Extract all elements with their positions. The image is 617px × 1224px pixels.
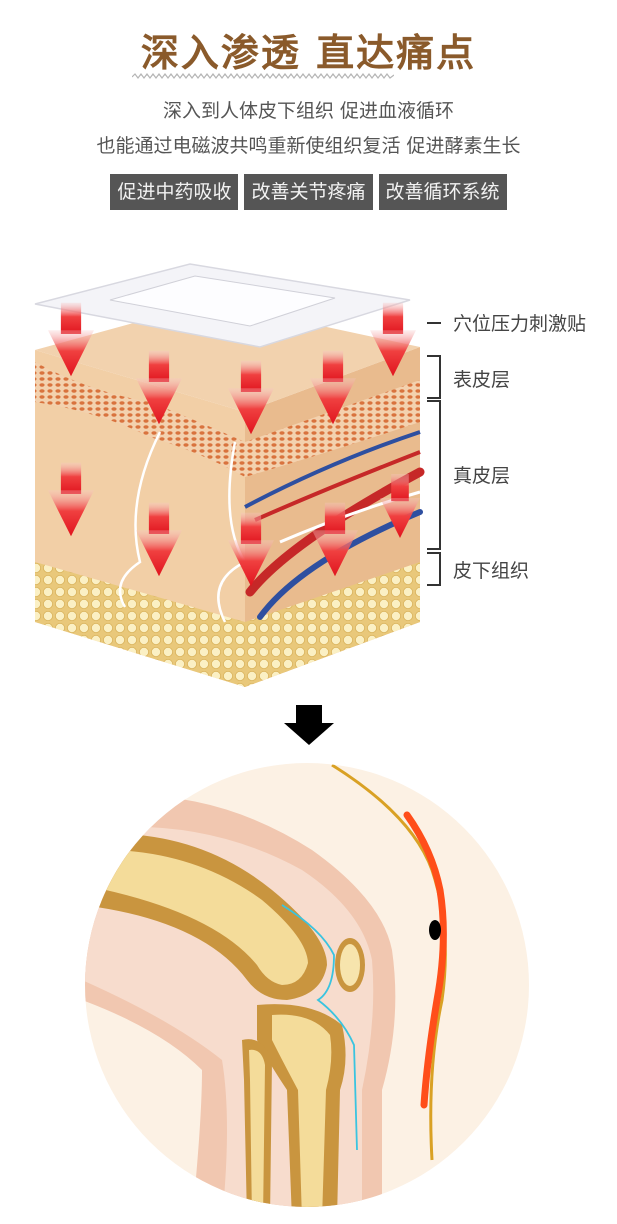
skin-cross-section-illustration bbox=[34, 263, 425, 687]
down-arrow-icon bbox=[284, 705, 334, 745]
feature-tags: 促进中药吸收 改善关节疼痛 改善循环系统 bbox=[0, 174, 617, 210]
epidermis-bracket bbox=[427, 355, 441, 399]
subtitle-line-2: 也能通过电磁波共鸣重新使组织复活 促进酵素生长 bbox=[96, 135, 521, 157]
page-title: 深入渗透 直达痛点 bbox=[140, 31, 477, 75]
label-epidermis: 表皮层 bbox=[453, 369, 511, 391]
label-dermis: 真皮层 bbox=[453, 465, 511, 487]
label-subcutaneous: 皮下组织 bbox=[453, 560, 530, 582]
subcutaneous-bracket bbox=[427, 552, 441, 586]
dermis-bracket bbox=[427, 400, 441, 550]
label-acupoint-patch: 穴位压力刺激贴 bbox=[453, 313, 587, 335]
patch-leader-line bbox=[427, 322, 441, 324]
tag-circulation-improvement: 改善循环系统 bbox=[378, 174, 507, 210]
knee-joint-illustration bbox=[85, 763, 529, 1207]
subtitle-line-1: 深入到人体皮下组织 促进血液循环 bbox=[162, 100, 455, 122]
tag-chinese-medicine-absorption: 促进中药吸收 bbox=[110, 174, 239, 210]
tag-joint-pain-relief: 改善关节疼痛 bbox=[244, 174, 373, 210]
wavy-divider bbox=[132, 73, 394, 79]
